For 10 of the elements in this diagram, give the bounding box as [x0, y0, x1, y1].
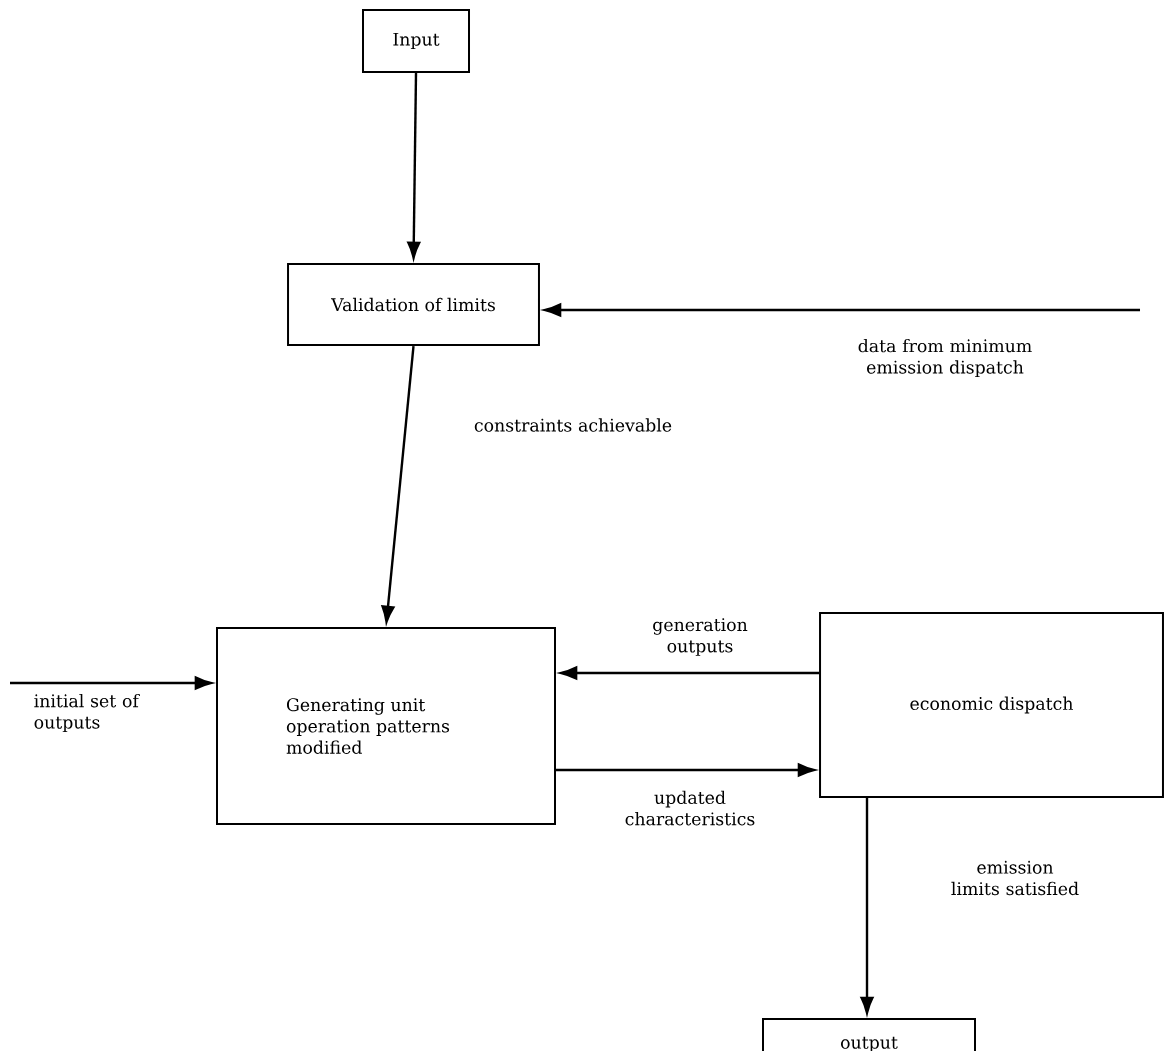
process-box: Input	[362, 9, 470, 73]
process-box: economic dispatch	[819, 612, 1164, 798]
process-box: Validation of limits	[287, 262, 540, 347]
edge-label: generation outputs	[653, 618, 748, 656]
edge-label: data from minimum emission dispatch	[858, 338, 1032, 378]
process-box: Generating unit operation patterns modified	[216, 627, 556, 825]
edge-label: emission limits satisfied	[951, 860, 1079, 896]
edge-label: initial set of outputs	[34, 693, 140, 733]
edge-label: updated characteristics	[625, 790, 755, 826]
edge-label: constraints achievable	[474, 418, 672, 432]
